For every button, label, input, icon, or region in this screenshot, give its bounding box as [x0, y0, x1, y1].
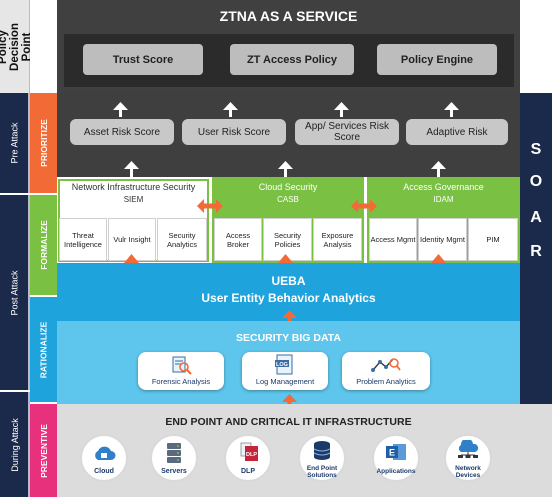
network-devices-label: Network Devices: [455, 465, 481, 479]
problem-analytics-label: Problem Analytics: [356, 377, 416, 386]
stage-formalize: [30, 195, 57, 295]
end-point-solutions-label: End Point Solutions: [306, 465, 338, 479]
threat-intelligence-cell[interactable]: Threat Intelligence: [59, 218, 107, 261]
stage-preventive: [30, 404, 57, 497]
dlp-tag: DLP: [246, 452, 257, 458]
problem-analytics-card[interactable]: [342, 352, 430, 390]
stage-rationalize-label: RATIONALIZE: [38, 321, 49, 378]
access-mgmt-cell[interactable]: Access Mgmt: [369, 218, 417, 261]
user-risk-score-button[interactable]: User Risk Score: [182, 119, 286, 145]
vulr-insight-cell[interactable]: Vulr Insight: [108, 218, 156, 261]
identity-mgmt-cell[interactable]: Identity Mgmt: [418, 218, 467, 261]
trust-score-button[interactable]: Trust Score: [83, 44, 203, 75]
applications-label: Applications: [376, 467, 416, 475]
app-services-risk-score-button[interactable]: App/ Services Risk Score: [295, 119, 399, 145]
exposure-analysis-cell[interactable]: Exposure Analysis: [313, 218, 362, 261]
bigdata-title: SECURITY BIG DATA: [235, 332, 341, 344]
servers-item[interactable]: [150, 434, 198, 482]
soar-letter-a: A: [530, 209, 542, 226]
stage-preventive-label: PREVENTIVE: [38, 423, 49, 478]
phase-post-attack-label: Post Attack: [10, 269, 20, 316]
pim-cell[interactable]: PIM: [468, 218, 518, 261]
problem-analytics-icon: [371, 358, 401, 372]
cloud-label: Cloud: [94, 467, 114, 475]
stage-prioritize-label: PRIORITIZE: [38, 119, 49, 167]
prioritize-arrows: [113, 102, 459, 177]
phase-pre-attack-label: Pre Attack: [10, 122, 20, 164]
phase-during-attack-label: During Attack: [10, 417, 20, 472]
svg-text:E: E: [389, 448, 395, 458]
idam-title: Access Governance: [403, 182, 484, 192]
casb-title: Cloud Security: [258, 182, 318, 192]
formalize-arrows: [124, 199, 446, 271]
applications-icon: E: [386, 444, 406, 460]
security-analytics-cell[interactable]: Security Analytics: [157, 218, 207, 261]
servers-icon: [167, 443, 181, 463]
forensic-analysis-icon: [172, 356, 192, 375]
dlp-label: DLP: [241, 467, 255, 475]
ueba-title: UEBA: [271, 274, 306, 288]
siem-title: Network Infrastructure Security: [71, 182, 196, 192]
phase-pre-attack: [0, 93, 30, 193]
soar-letter-r: R: [530, 243, 542, 260]
pdp-panel: [0, 0, 30, 93]
cloud-icon: [95, 446, 116, 460]
log-tag: LOG: [276, 362, 288, 368]
stage-prioritize: [30, 93, 57, 193]
database-icon: [313, 441, 331, 460]
ueba-subtitle: User Entity Behavior Analytics: [201, 291, 376, 305]
cloud-item[interactable]: [80, 434, 128, 482]
applications-item[interactable]: [372, 434, 420, 482]
log-management-icon: LOG: [275, 354, 293, 375]
ztna-title: ZTNA AS A SERVICE: [219, 8, 358, 24]
phase-post-attack: [0, 195, 30, 390]
zt-access-policy-button[interactable]: ZT Access Policy: [230, 44, 354, 75]
casb-subtitle: CASB: [277, 195, 299, 204]
servers-label: Servers: [161, 467, 187, 475]
log-management-label: Log Management: [255, 377, 315, 386]
phase-during-attack: [0, 392, 30, 497]
network-devices-icon: [458, 440, 479, 458]
soar-panel: [520, 93, 552, 404]
forensic-analysis-label: Forensic Analysis: [151, 377, 211, 386]
security-policies-cell[interactable]: Security Policies: [263, 218, 312, 261]
adaptive-risk-button[interactable]: Adaptive Risk: [406, 119, 508, 145]
stage-rationalize: [30, 297, 57, 402]
soar-letter-o: O: [529, 173, 543, 190]
policy-engine-button[interactable]: Policy Engine: [377, 44, 497, 75]
dlp-icon: DLP: [240, 442, 258, 461]
soar-letter-s: S: [530, 141, 542, 158]
endpoint-title: END POINT AND CRITICAL IT INFRASTRUCTURE: [165, 416, 412, 428]
pdp-label: Policy Decision Point: [0, 22, 33, 71]
siem-subtitle: SIEM: [123, 195, 144, 204]
stage-formalize-label: FORMALIZE: [38, 220, 49, 270]
asset-risk-score-button[interactable]: Asset Risk Score: [70, 119, 174, 145]
access-broker-cell[interactable]: Access Broker: [214, 218, 262, 261]
idam-subtitle: IDAM: [433, 195, 454, 204]
